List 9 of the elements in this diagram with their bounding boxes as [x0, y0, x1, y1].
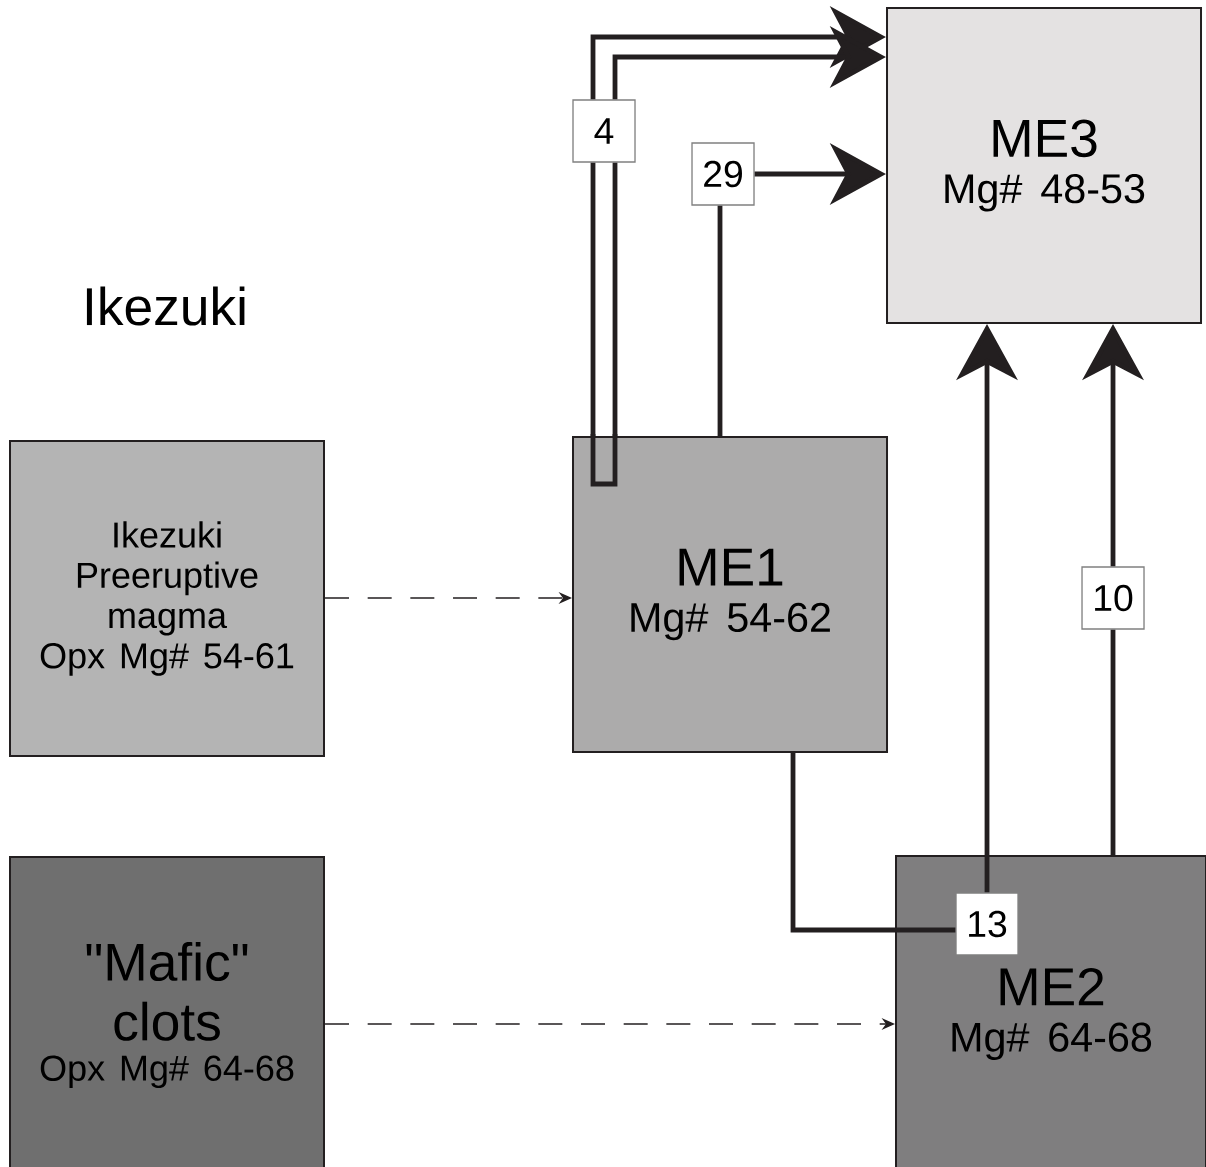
count-box: 13 [955, 892, 1019, 956]
count-box: 29 [691, 142, 755, 206]
process-box: ME1 Mg# 54-62 [572, 436, 888, 753]
count-box: 4 [572, 99, 636, 163]
process-box: Ikezuki Preeruptive magma Opx Mg# 54-61 [9, 440, 325, 757]
diagram-label: Ikezuki [86, 286, 245, 326]
count-box: 10 [1081, 566, 1145, 630]
process-box: "Mafic" clots Opx Mg# 64-68 [9, 856, 325, 1167]
process-box: ME3 Mg# 48-53 [886, 7, 1202, 324]
